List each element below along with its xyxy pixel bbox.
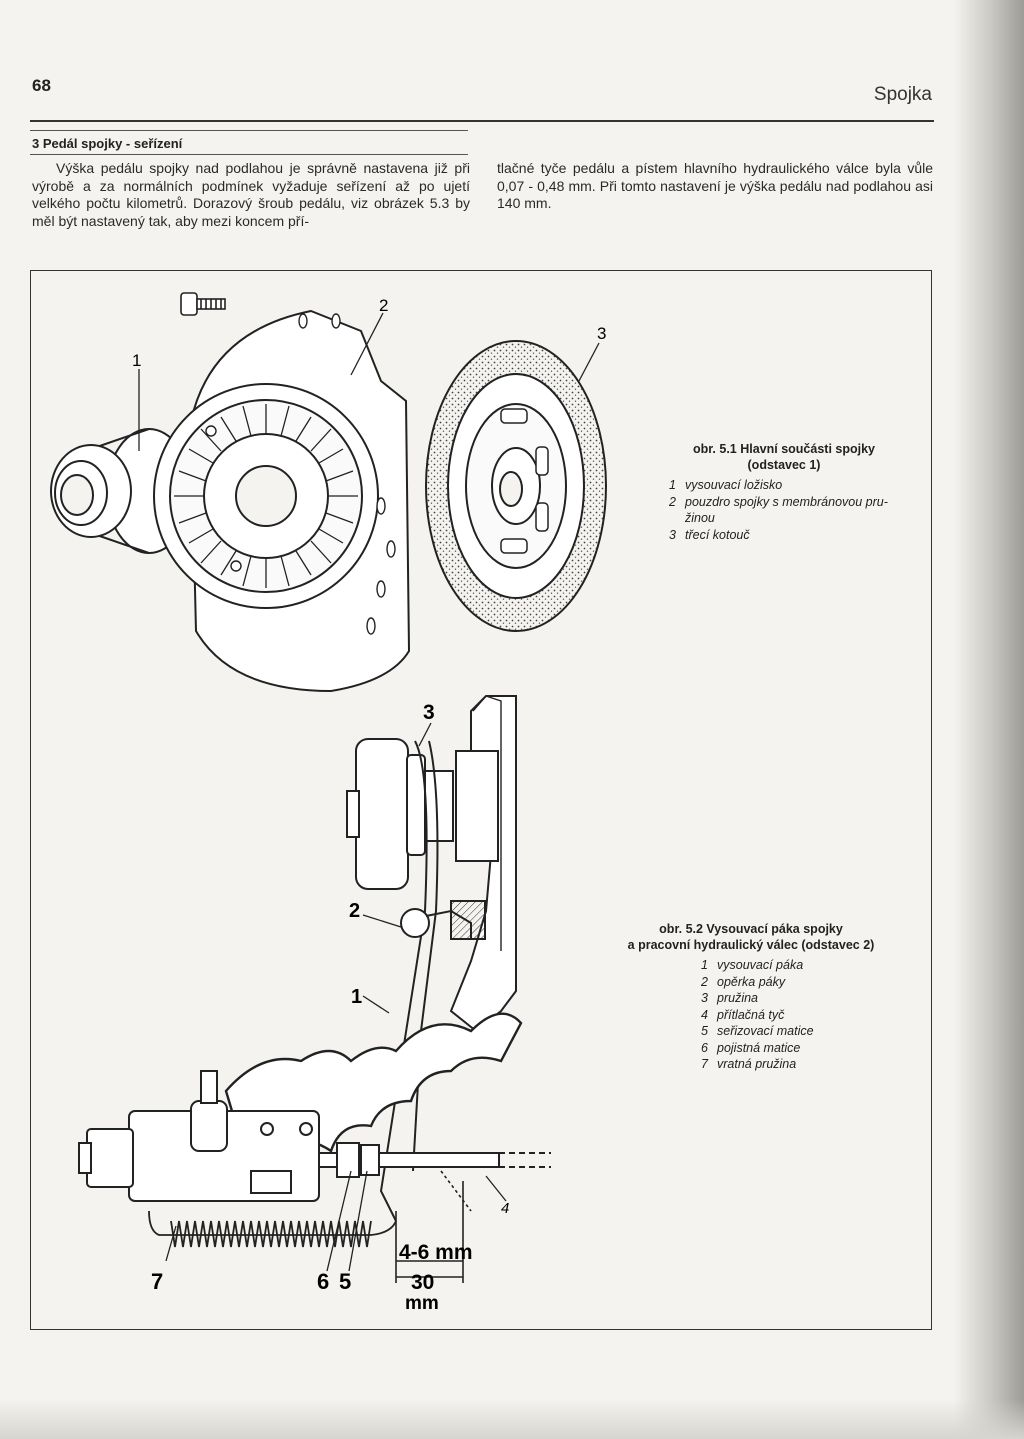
dimension-gap-label: 4-6 mm (399, 1241, 473, 1264)
fig2-callout-2: 2 (349, 900, 360, 922)
fig2-callout-1: 1 (351, 986, 362, 1008)
fig2-callout-6: 6 (317, 1269, 329, 1294)
fig2-callout-5: 5 (339, 1269, 351, 1294)
dimension-travel-unit: mm (405, 1293, 439, 1314)
body-text-right: tlačné tyče pedálu a pístem hlavního hyd… (497, 160, 933, 211)
fig1-callout-1: 1 (132, 351, 141, 370)
section-rule-top (30, 130, 468, 131)
return-spring-drawing (148, 1210, 397, 1248)
fig1-callout-3: 3 (597, 324, 606, 343)
section-heading: 3 Pedál spojky - seřízení (32, 136, 183, 151)
section-rule-bottom (30, 154, 468, 155)
bolt-drawing (180, 292, 226, 316)
page-bottom-shadow (0, 1399, 1024, 1439)
figure-frame: 1 2 3 (30, 270, 932, 1330)
fig1-callout-2: 2 (379, 296, 388, 315)
figure2-caption-title: obr. 5.2 Vysouvací páka spojky a pracovn… (627, 922, 875, 952)
header-rule (30, 120, 934, 122)
running-head: Spojka (873, 84, 932, 105)
clutch-cover-drawing (153, 309, 411, 693)
legend-item: žinou (685, 511, 715, 525)
dimension-travel-label: 30 (411, 1271, 434, 1294)
page-edge-shadow (954, 0, 1024, 1439)
figure1-caption: obr. 5.1 Hlavní součásti spojky (odstave… (659, 441, 909, 543)
figure1-caption-title: obr. 5.1 Hlavní součásti spojky (odstave… (692, 442, 875, 472)
fig2-callout-4: 4 (501, 1200, 509, 1217)
fig2-callout-3: 3 (423, 701, 435, 724)
dimension-lines (395, 1170, 472, 1283)
fig2-callout-7: 7 (151, 1269, 163, 1294)
body-text-left: Výška pedálu spojky nad podlahou je sprá… (32, 160, 470, 229)
push-rod-drawing (318, 1142, 551, 1178)
figure2-caption: obr. 5.2 Vysouvací páka spojky a pracovn… (606, 921, 896, 1073)
clutch-illustration: 1 2 3 (50, 292, 607, 1314)
friction-disc-drawing (425, 340, 607, 632)
page-number: 68 (32, 76, 51, 95)
bell-housing-drawing (449, 695, 517, 1033)
release-lever-drawing (379, 740, 472, 1222)
